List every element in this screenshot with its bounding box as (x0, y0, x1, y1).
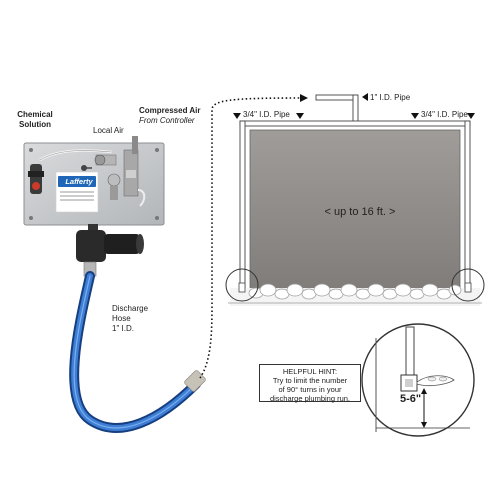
wall (249, 129, 461, 297)
compressed-air-label: Compressed Air (139, 106, 201, 115)
discharge-nozzle (76, 230, 106, 262)
brand-label: Lafferty (65, 177, 93, 186)
discharge-line-3: 1" I.D. (112, 324, 134, 333)
hint-line-1: Try to limit the number (272, 376, 348, 385)
discharge-hose-label: Discharge Hose 1" I.D. (112, 304, 148, 334)
discharge-line-2: Hose (112, 314, 131, 323)
discharge-hose (69, 271, 201, 433)
pipe-3-4-header (239, 120, 471, 127)
discharge-line-1: Discharge (112, 304, 149, 313)
detail-circle-left (225, 268, 259, 302)
local-air-label: Local Air (93, 126, 124, 135)
pipe-3-4-left-label: 3/4" I.D. Pipe (243, 110, 290, 119)
pipe-3-4-right-label: 3/4" I.D. Pipe (421, 110, 468, 119)
span-dimension-label: < up to 16 ft. > (324, 206, 396, 218)
helpful-hint-box: HELPFUL HINT: Try to limit the number of… (259, 364, 361, 403)
down-pipe-left (239, 120, 246, 292)
foam-bubbles (248, 283, 462, 300)
hint-title: HELPFUL HINT: (282, 367, 338, 376)
detail-magnifier (361, 323, 475, 437)
pipe-1in-label: 1" I.D. Pipe (370, 93, 411, 102)
detail-circle-right (451, 268, 485, 302)
hint-line-2: of 90° turns in your (278, 385, 342, 394)
pipe-1in (315, 94, 357, 101)
hint-line-3: discharge plumbing run. (269, 394, 351, 403)
down-pipe-right (464, 120, 471, 292)
from-controller-label: From Controller (139, 116, 195, 125)
chemical-solution-label: Chemical Solution (17, 110, 53, 129)
height-dimension-label: 5-6" (400, 393, 422, 405)
